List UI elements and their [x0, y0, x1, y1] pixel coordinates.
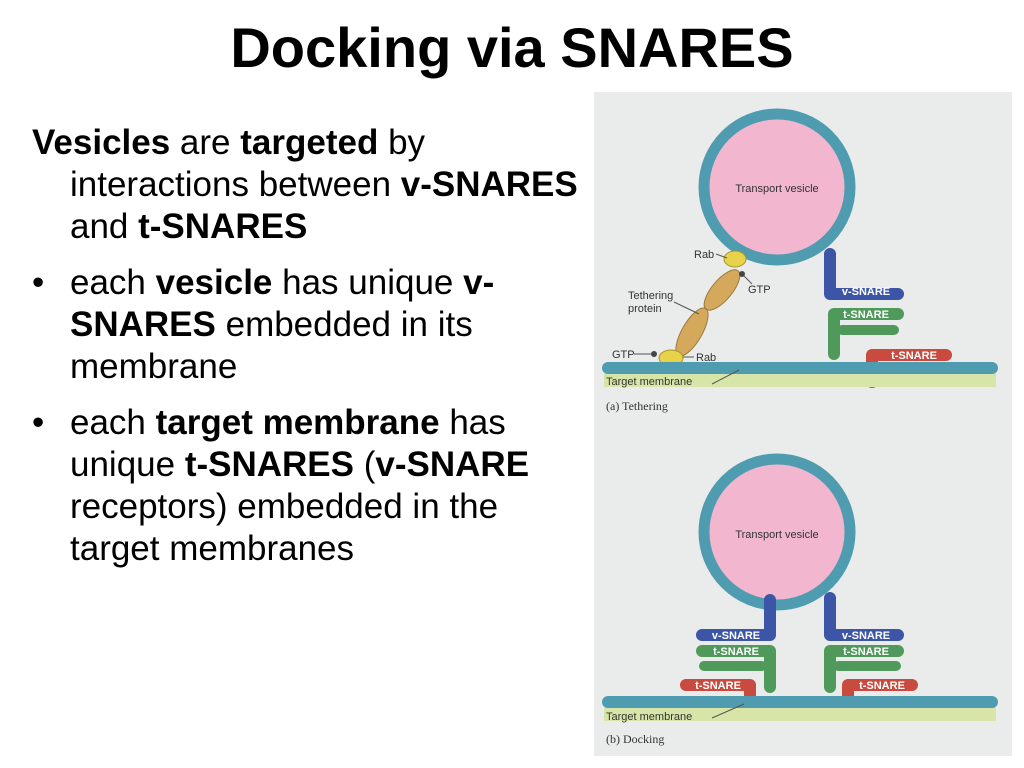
- rab-top-leader: [715, 253, 728, 259]
- bullet2-term-v-snare: v-SNARE: [375, 445, 530, 484]
- transport-vesicle-a: [698, 108, 856, 266]
- rab-bottom-label: Rab: [696, 352, 716, 364]
- t-snare-green-right-b: [824, 645, 904, 693]
- snare-docking-figure: Transport vesicle v-SNARE t-SNARE t-SNAR…: [594, 92, 1012, 756]
- intro-paragraph: Vesicles are targeted by interactions be…: [32, 122, 592, 248]
- v-snare-right-label-b: v-SNARE: [842, 630, 890, 642]
- bullet1-term-v-snares: v-SNARES: [70, 263, 495, 344]
- bullet2-term-t-snares: t-SNARES: [184, 445, 355, 484]
- intro-text-3: and: [70, 207, 139, 246]
- panel-tethering: Transport vesicle v-SNARE t-SNARE t-SNAR…: [602, 108, 998, 413]
- panel-docking: Transport vesicle v-SNARE v-SNARE t-SNAR…: [602, 453, 998, 746]
- v-snare-left-label-b: v-SNARE: [712, 630, 760, 642]
- caption-tethering: (a) Tethering: [606, 399, 668, 413]
- t-snare-red-right-label-b: t-SNARE: [859, 680, 905, 692]
- gtp-bottom-dot: [651, 351, 657, 357]
- bullet2-term-target-membrane: target membrane: [155, 403, 440, 442]
- transport-vesicle-b: [698, 453, 856, 611]
- v-snare-right-b: [824, 592, 904, 641]
- t-snare-green-right-label-b: t-SNARE: [843, 646, 889, 658]
- bullet1-text-3: embedded in its membrane: [70, 305, 473, 386]
- bullet2-text-3: (: [354, 445, 376, 484]
- tethering-protein-label-1: Tethering: [628, 290, 673, 302]
- transport-vesicle-label-a: Transport vesicle: [735, 183, 818, 195]
- intro-term-targeted: targeted: [240, 123, 379, 162]
- t-snare-red-left-label-b: t-SNARE: [695, 680, 741, 692]
- tethering-protein-leader: [673, 301, 700, 315]
- tether-segment-upper: [703, 269, 741, 311]
- intro-text-2: by interactions between: [70, 123, 426, 204]
- transport-vesicle-label-b: Transport vesicle: [735, 529, 818, 541]
- gtp-top-label: GTP: [748, 284, 771, 296]
- caption-docking: (b) Docking: [606, 732, 664, 746]
- bullet1-term-vesicle: vesicle: [155, 263, 273, 302]
- tethering-protein-label-2: protein: [628, 303, 662, 315]
- slide-body: Vesicles are targeted by interactions be…: [32, 122, 592, 584]
- t-snare-green-label-a: t-SNARE: [843, 309, 889, 321]
- v-snare-left-b: [696, 594, 776, 641]
- intro-text-1: are: [170, 123, 241, 162]
- bullet1-text-1: each: [70, 263, 156, 302]
- target-membrane-label-b: Target membrane: [606, 711, 692, 723]
- intro-term-t-snares: t-SNARES: [138, 207, 308, 246]
- rab-top: [723, 250, 747, 268]
- bullet2-text-1: each: [70, 403, 156, 442]
- rab-top-label: Rab: [694, 249, 714, 261]
- slide-title: Docking via SNARES: [230, 16, 794, 79]
- bullet-item-vesicle: • each vesicle has unique v-SNARES embedd…: [32, 262, 592, 388]
- target-membrane-b: [602, 696, 998, 708]
- target-membrane-leader-b: [711, 703, 745, 719]
- gtp-top-leader: [743, 275, 753, 285]
- target-membrane-label-a: Target membrane: [606, 376, 692, 388]
- membrane-band-b: [604, 707, 996, 721]
- target-membrane-leader-a: [711, 369, 740, 385]
- gtp-bottom-label: GTP: [612, 349, 635, 361]
- bullet-item-target-membrane: • each target membrane has unique t-SNARE…: [32, 402, 592, 570]
- bullet-marker: •: [32, 263, 45, 302]
- gtp-top-dot: [739, 271, 745, 277]
- bullet1-text-2: has unique: [272, 263, 464, 302]
- t-snare-green-left-label-b: t-SNARE: [713, 646, 759, 658]
- intro-term-vesicles: Vesicles: [32, 123, 171, 162]
- t-snare-green-a: [828, 308, 904, 360]
- snare-diagram-svg: Transport vesicle v-SNARE t-SNARE t-SNAR…: [602, 108, 998, 746]
- v-snare-a: [824, 248, 904, 300]
- t-snare-green-left-b: [696, 645, 776, 693]
- membrane-band-a: [604, 373, 996, 387]
- target-membrane-a: [602, 362, 998, 374]
- bullet2-text-2: has unique: [70, 403, 506, 484]
- bullet-marker: •: [32, 403, 45, 442]
- bullet2-text-4: receptors) embedded in the target membra…: [70, 487, 499, 568]
- v-snare-label-a: v-SNARE: [842, 286, 890, 298]
- t-snare-red-label-a: t-SNARE: [891, 350, 937, 362]
- intro-term-v-snares: v-SNARES: [400, 165, 578, 204]
